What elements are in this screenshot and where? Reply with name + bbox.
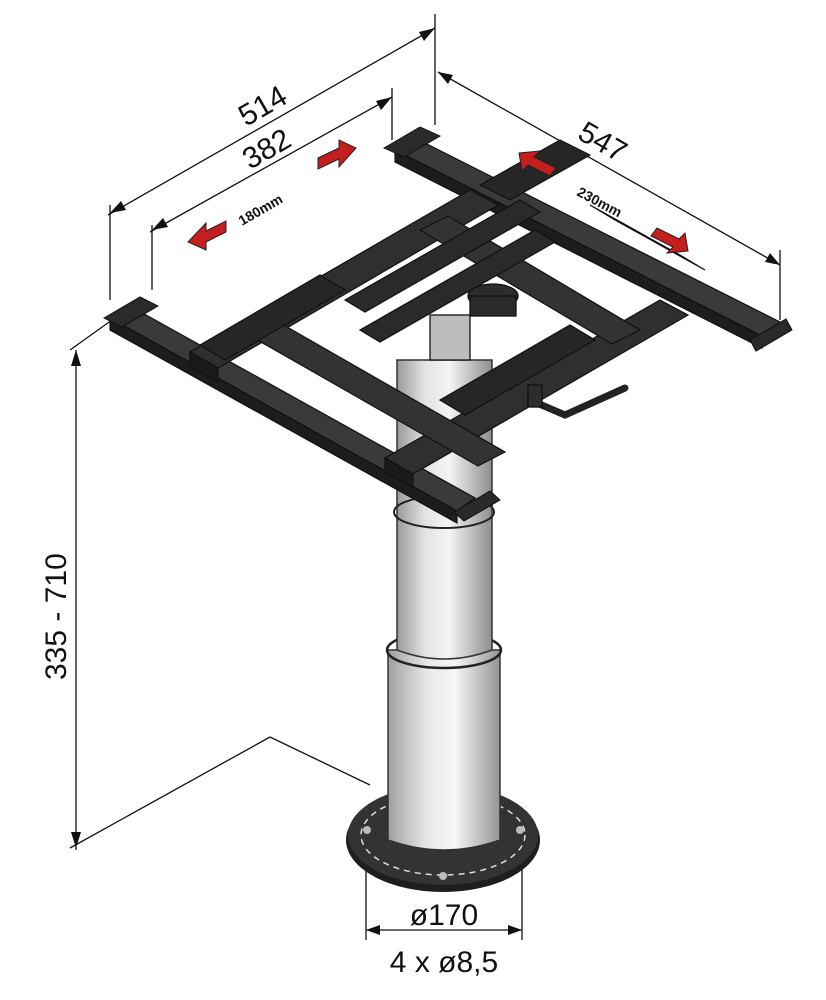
arrow-left — [187, 220, 227, 251]
dimension-lines — [69, 14, 781, 940]
arrow-right — [317, 139, 357, 170]
inner-width-label: 382 — [237, 122, 297, 176]
mount-hole — [516, 826, 524, 834]
depth-label: 547 — [573, 115, 633, 169]
outer-width-label: 514 — [233, 79, 293, 133]
base-diameter-label: ø170 — [410, 899, 478, 932]
mount-hole — [439, 872, 447, 880]
travel-x-label: 180mm — [236, 191, 286, 229]
swivel-mechanism — [429, 283, 629, 419]
mount-hole — [363, 826, 371, 834]
arrow-down-right — [650, 227, 689, 254]
dimension-arrowheads — [71, 28, 780, 935]
mounting-feet — [102, 126, 793, 522]
holes-label: 4 x ø8,5 — [390, 946, 498, 979]
arrow-up-left — [518, 150, 557, 177]
travel-arrows — [187, 139, 689, 254]
height-range-label: 335 - 710 — [40, 553, 73, 680]
travel-y-label: 230mm — [575, 184, 625, 221]
